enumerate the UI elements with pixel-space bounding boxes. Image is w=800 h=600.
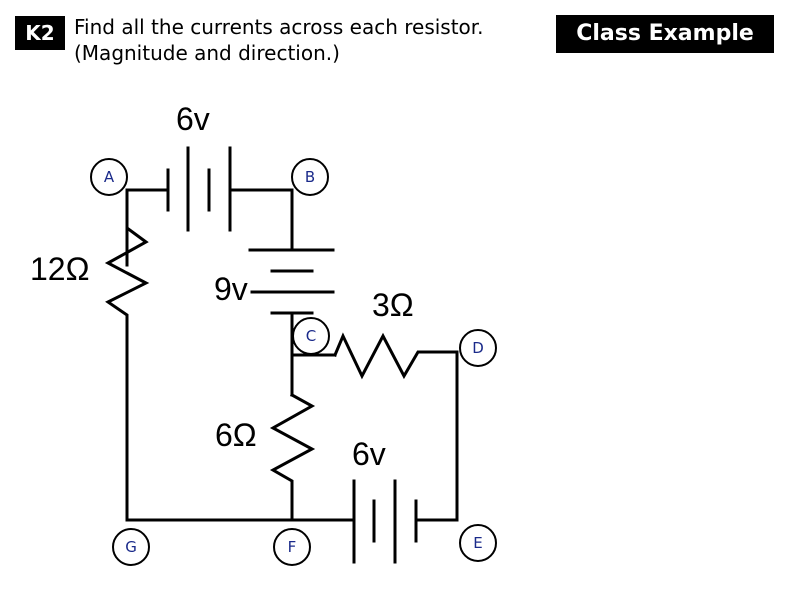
node-a: A xyxy=(90,158,128,196)
node-e-label: E xyxy=(473,534,482,552)
wire-d-to-e xyxy=(416,350,459,522)
node-b-label: B xyxy=(305,168,315,186)
node-e: E xyxy=(459,524,497,562)
problem-badge: K2 xyxy=(15,16,65,50)
wire-c-junction xyxy=(290,311,337,397)
node-g-label: G xyxy=(125,538,137,556)
label-resistor-6: 6Ω xyxy=(215,417,257,453)
problem-line-1: Find all the currents across each resist… xyxy=(74,15,484,39)
battery-middle xyxy=(248,248,335,315)
resistor-12-ohm xyxy=(104,218,294,522)
resistor-3-ohm xyxy=(333,332,457,380)
class-example-tag: Class Example xyxy=(556,15,774,53)
wire-a-to-top-battery xyxy=(125,188,170,267)
label-resistor-3: 3Ω xyxy=(372,287,414,323)
node-b: B xyxy=(291,158,329,196)
problem-statement: Find all the currents across each resist… xyxy=(74,14,484,66)
node-c-label: C xyxy=(306,327,316,345)
node-d-label: D xyxy=(472,339,484,357)
label-battery-top: 6v xyxy=(176,101,210,137)
node-c: C xyxy=(292,317,330,355)
battery-bottom xyxy=(352,479,418,564)
label-battery-bottom: 6v xyxy=(352,436,386,472)
label-battery-middle: 9v xyxy=(214,271,248,307)
node-d: D xyxy=(459,329,497,367)
battery-top xyxy=(166,146,232,232)
node-a-label: A xyxy=(104,168,115,186)
problem-line-2: (Magnitude and direction.) xyxy=(74,41,340,65)
wire-top-battery-to-b xyxy=(228,188,294,252)
node-f-label: F xyxy=(288,538,297,556)
label-resistor-12: 12Ω xyxy=(30,251,90,287)
node-g: G xyxy=(112,528,150,566)
resistor-6-ohm xyxy=(269,392,356,522)
node-f: F xyxy=(273,528,311,566)
